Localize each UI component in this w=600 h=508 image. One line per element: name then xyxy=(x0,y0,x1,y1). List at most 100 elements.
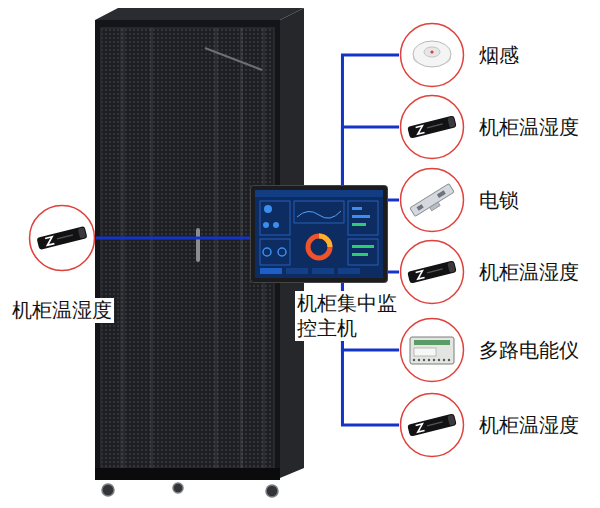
power-meter-icon-part xyxy=(433,359,435,361)
monitor-screen-part xyxy=(260,201,290,235)
monitor-screen-part xyxy=(352,223,366,226)
sensor-circle xyxy=(401,319,464,382)
temp-humidity-sensor-icon xyxy=(407,413,456,436)
node-label: 机柜温湿度 xyxy=(477,413,581,438)
door-reflection xyxy=(120,28,125,468)
door-reflection xyxy=(214,28,218,468)
temp-humidity-sensor-icon-part xyxy=(427,421,443,426)
electric-lock-icon-part xyxy=(417,204,424,211)
node-label: 多路电能仪 xyxy=(477,338,581,363)
monitor-screen-part xyxy=(278,248,286,256)
connector-line xyxy=(388,271,399,274)
monitor-screen-part xyxy=(286,268,308,274)
sensor-circle xyxy=(401,241,464,304)
node-label: 烟感 xyxy=(477,43,521,68)
monitor-screen-part xyxy=(260,239,290,265)
device-node: 机柜温湿度 xyxy=(399,94,465,160)
power-meter-icon-part xyxy=(448,359,450,361)
device-node: 机柜温湿度 xyxy=(399,392,465,458)
monitor-screen-part xyxy=(348,239,378,265)
smoke-detector-icon-part xyxy=(413,41,451,67)
door-handle xyxy=(196,228,200,262)
temp-humidity-sensor-icon-part xyxy=(447,415,455,426)
sensor-outline xyxy=(399,317,465,383)
monitor-screen-part xyxy=(263,222,269,228)
monitor-graphic xyxy=(250,185,388,283)
sensor-outline xyxy=(399,392,465,458)
sensor-outline xyxy=(399,239,465,305)
monitor-screen-part xyxy=(338,268,360,274)
monitor-screen-part xyxy=(260,268,282,274)
perforated-door xyxy=(101,28,274,468)
device-node: 多路电能仪 xyxy=(399,317,465,383)
temp-humidity-sensor-icon-part xyxy=(447,262,455,273)
cabinet-top xyxy=(95,8,304,20)
electric-lock-icon xyxy=(410,184,456,220)
node-label: 机柜温湿度 xyxy=(10,298,114,323)
monitor-screen-part xyxy=(319,236,330,247)
monitor-screen-part xyxy=(294,201,344,223)
monitor-screen-part xyxy=(352,253,368,256)
caster-wheel xyxy=(266,485,278,497)
monitor-frame xyxy=(251,186,388,283)
sensor-circle xyxy=(401,169,464,232)
power-meter-icon-part xyxy=(414,348,436,356)
door-latch xyxy=(205,48,262,70)
smoke-detector-icon-part xyxy=(424,47,440,57)
temp-humidity-sensor-icon-part xyxy=(407,260,456,283)
temp-humidity-sensor-icon-part xyxy=(416,126,425,135)
temp-humidity-sensor-icon xyxy=(407,115,456,138)
temp-humidity-sensor-icon-part xyxy=(447,117,455,128)
monitor-screen-part xyxy=(352,207,362,210)
device-node: 烟感 xyxy=(399,22,465,88)
cabinet-plinth xyxy=(95,468,280,480)
connector-line xyxy=(388,199,399,202)
temp-humidity-sensor-icon xyxy=(407,260,456,283)
power-meter-icon-part xyxy=(413,359,415,361)
door-reflection xyxy=(150,28,153,468)
connector-line xyxy=(96,237,250,240)
power-meter-icon-part xyxy=(443,359,445,361)
temp-humidity-sensor-icon-part xyxy=(427,268,443,273)
sensor-outline xyxy=(399,22,465,88)
monitor-screen-part xyxy=(255,190,383,278)
monitor-screen-part xyxy=(352,215,370,218)
node-label: 机柜温湿度 xyxy=(477,260,581,285)
temp-humidity-sensor-icon-part xyxy=(416,424,425,433)
monitor-screen-part xyxy=(263,248,271,256)
electric-lock-icon-part xyxy=(430,202,441,211)
monitor-screen-part xyxy=(297,211,341,218)
power-meter-icon-part xyxy=(423,359,425,361)
temp-humidity-sensor-icon xyxy=(37,226,88,250)
power-meter-icon-part xyxy=(438,359,440,361)
sensor-outline xyxy=(399,167,465,233)
monitor-screen-part xyxy=(264,205,272,213)
node-label: 机柜温湿度 xyxy=(477,115,581,140)
power-meter-icon-part xyxy=(418,359,420,361)
power-meter-icon xyxy=(410,337,454,364)
monitor-screen-part xyxy=(255,190,383,197)
caster-wheel xyxy=(102,484,114,496)
node-label: 电锁 xyxy=(477,188,521,213)
temp-humidity-sensor-icon-part xyxy=(37,226,88,250)
temp-humidity-sensor-icon-part xyxy=(427,123,443,128)
power-meter-icon-part xyxy=(428,359,430,361)
sensor-outline xyxy=(28,204,96,272)
monitor-screen-part xyxy=(348,201,378,235)
monitor-screen-part xyxy=(312,268,334,274)
temp-humidity-sensor-icon-part xyxy=(57,234,73,239)
temp-humidity-sensor-icon-part xyxy=(45,237,54,246)
node-label: 机柜集中监 控主机 xyxy=(295,291,409,341)
sensor-circle xyxy=(30,206,95,271)
temp-humidity-sensor-icon-part xyxy=(78,227,86,238)
monitor-screen-part xyxy=(352,245,374,248)
temp-humidity-sensor-icon-part xyxy=(416,271,425,280)
sensor-outline xyxy=(399,94,465,160)
power-meter-icon-part xyxy=(410,337,454,364)
device-node: 电锁 xyxy=(399,167,465,233)
monitor-screen-part xyxy=(273,222,279,228)
temp-humidity-sensor-icon-part xyxy=(407,115,456,138)
caster-wheel xyxy=(173,483,183,493)
monitor-screen-part xyxy=(308,236,330,258)
